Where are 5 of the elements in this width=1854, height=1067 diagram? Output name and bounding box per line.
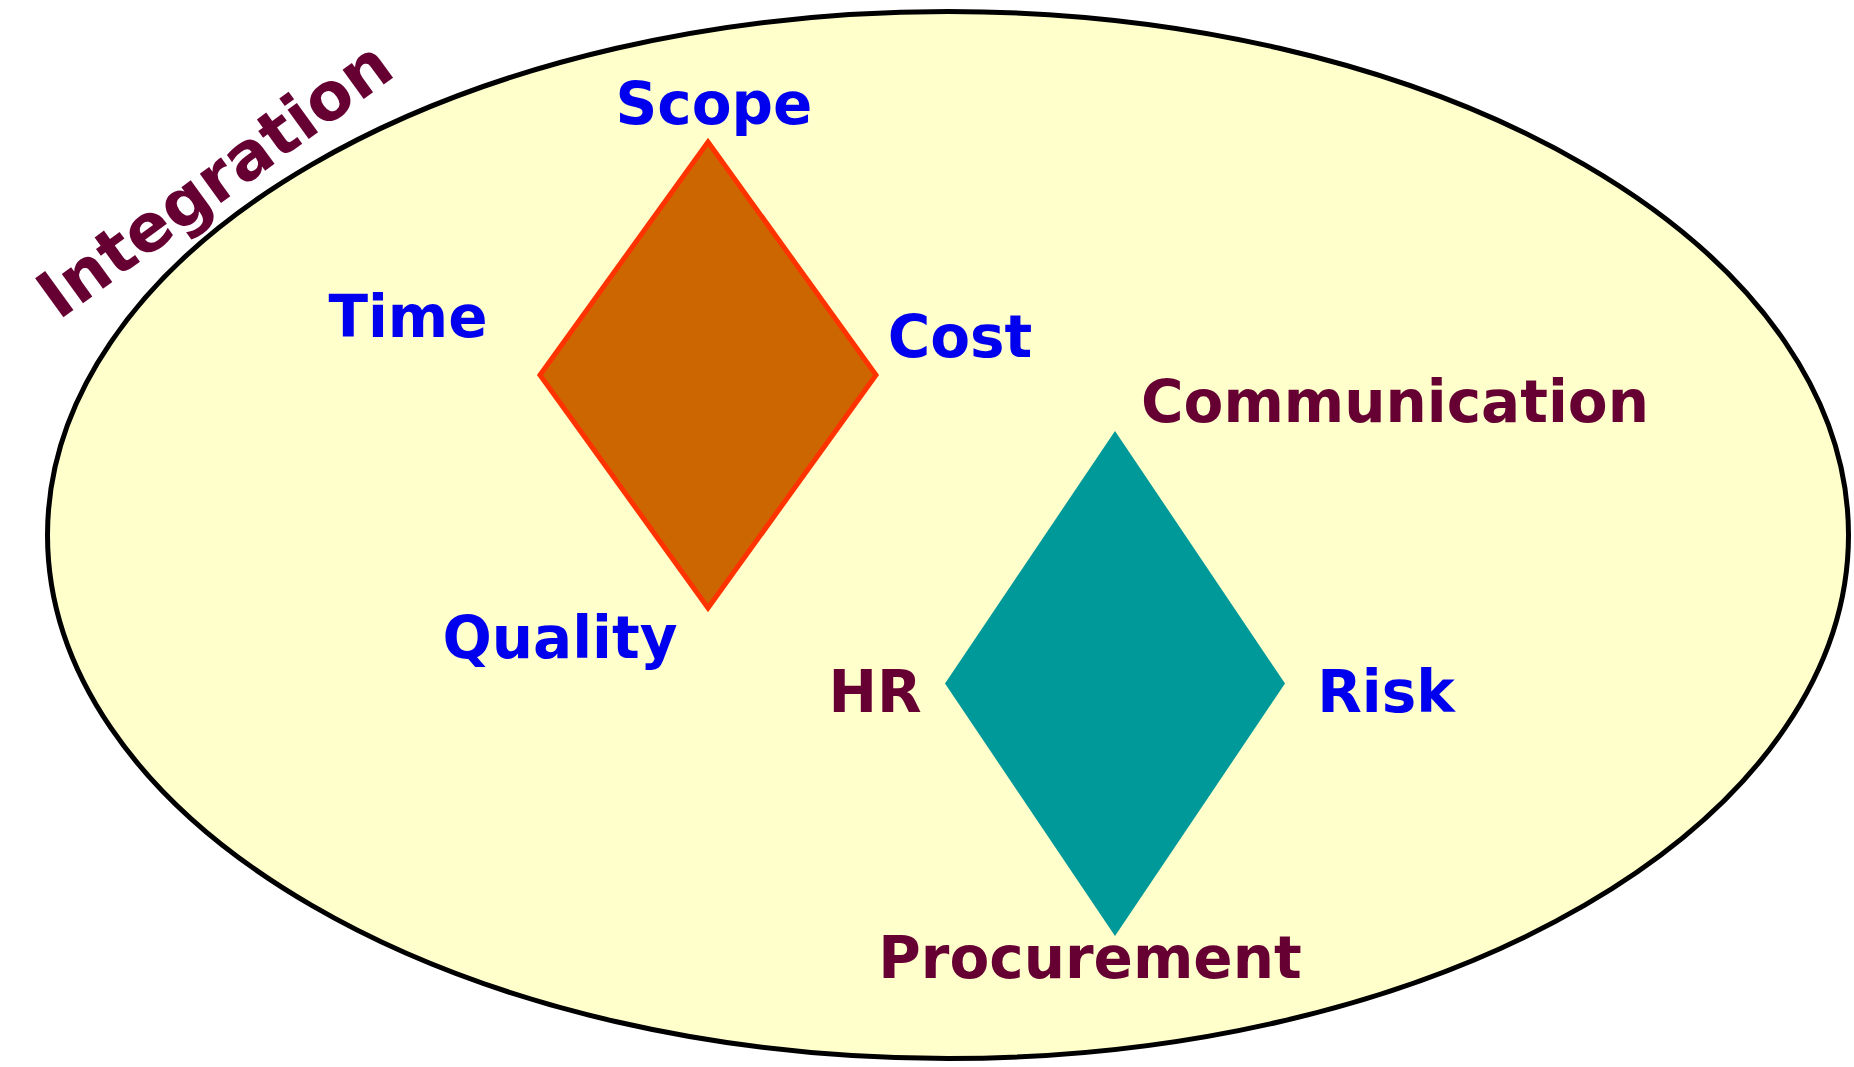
corner-label: Risk — [1317, 663, 1455, 721]
corner-label: Communication — [1141, 373, 1649, 431]
corner-label: Procurement — [878, 929, 1302, 987]
corner-label: HR — [828, 663, 922, 721]
corner-label: Cost — [887, 308, 1033, 366]
